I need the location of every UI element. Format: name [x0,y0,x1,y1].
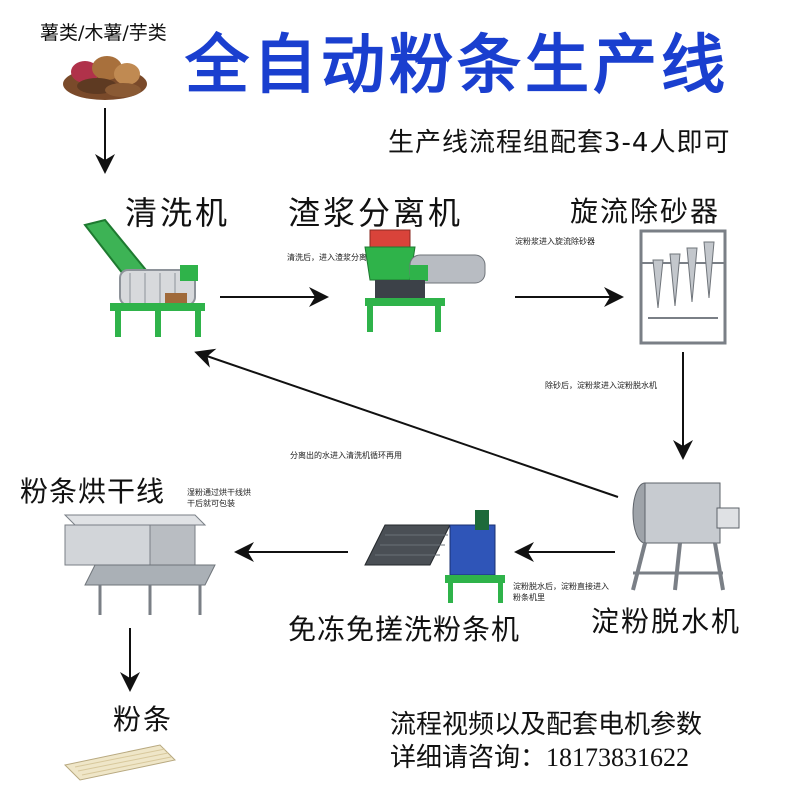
raw-material-label: 薯类/木薯/芋类 [40,22,167,44]
stage-label-separator: 渣浆分离机 [288,194,464,232]
footer-contact-prefix: 详细请咨询： [390,743,547,773]
tuber-pile-image [63,56,147,100]
arrow-water-recycle [194,348,619,498]
note-dryer-1: 湿粉通过烘干线烘 [187,488,251,497]
stage-label-cyclone: 旋流除砂器 [570,195,721,228]
footer-phone: 18173831622 [546,743,690,772]
note-cyclone-to-dehydrator: 除砂后，淀粉浆进入淀粉脱水机 [545,381,657,390]
noodle-product-image [63,744,177,781]
dehydrator-machine-image [631,482,740,591]
stage-label-dehydrator: 淀粉脱水机 [591,605,742,638]
cyclone-desander-image [639,229,727,345]
subtitle: 生产线流程组配套3-4人即可 [388,128,731,158]
dryer-line-image [63,514,216,615]
stage-label-dryer: 粉条烘干线 [20,475,166,508]
stage-label-washer: 清洗机 [125,194,231,232]
note-separator-to-cyclone: 淀粉浆进入旋流除砂器 [515,237,595,246]
note-dryer-2: 干后就可包装 [187,499,235,508]
note-water-recycle: 分离出的水进入清洗机循环再用 [290,451,402,460]
page-title: 全自动粉条生产线 [185,29,729,103]
noodle-machine-image [364,510,505,603]
note-dehydrator-to-noodle-2: 粉条机里 [513,593,545,602]
separator-machine-image [364,229,486,332]
footer-line-2: 详细请咨询：18173831622 [390,737,689,774]
stage-label-product: 粉条 [113,703,174,736]
note-dehydrator-to-noodle-1: 淀粉脱水后，淀粉直接进入 [513,582,609,591]
note-washer-to-separator: 清洗后，进入渣浆分离机 [287,253,375,262]
stage-label-noodle-machine: 免冻免搓洗粉条机 [288,613,521,646]
footer-line-1: 流程视频以及配套电机参数 [390,710,703,740]
washer-machine-image [83,218,205,337]
